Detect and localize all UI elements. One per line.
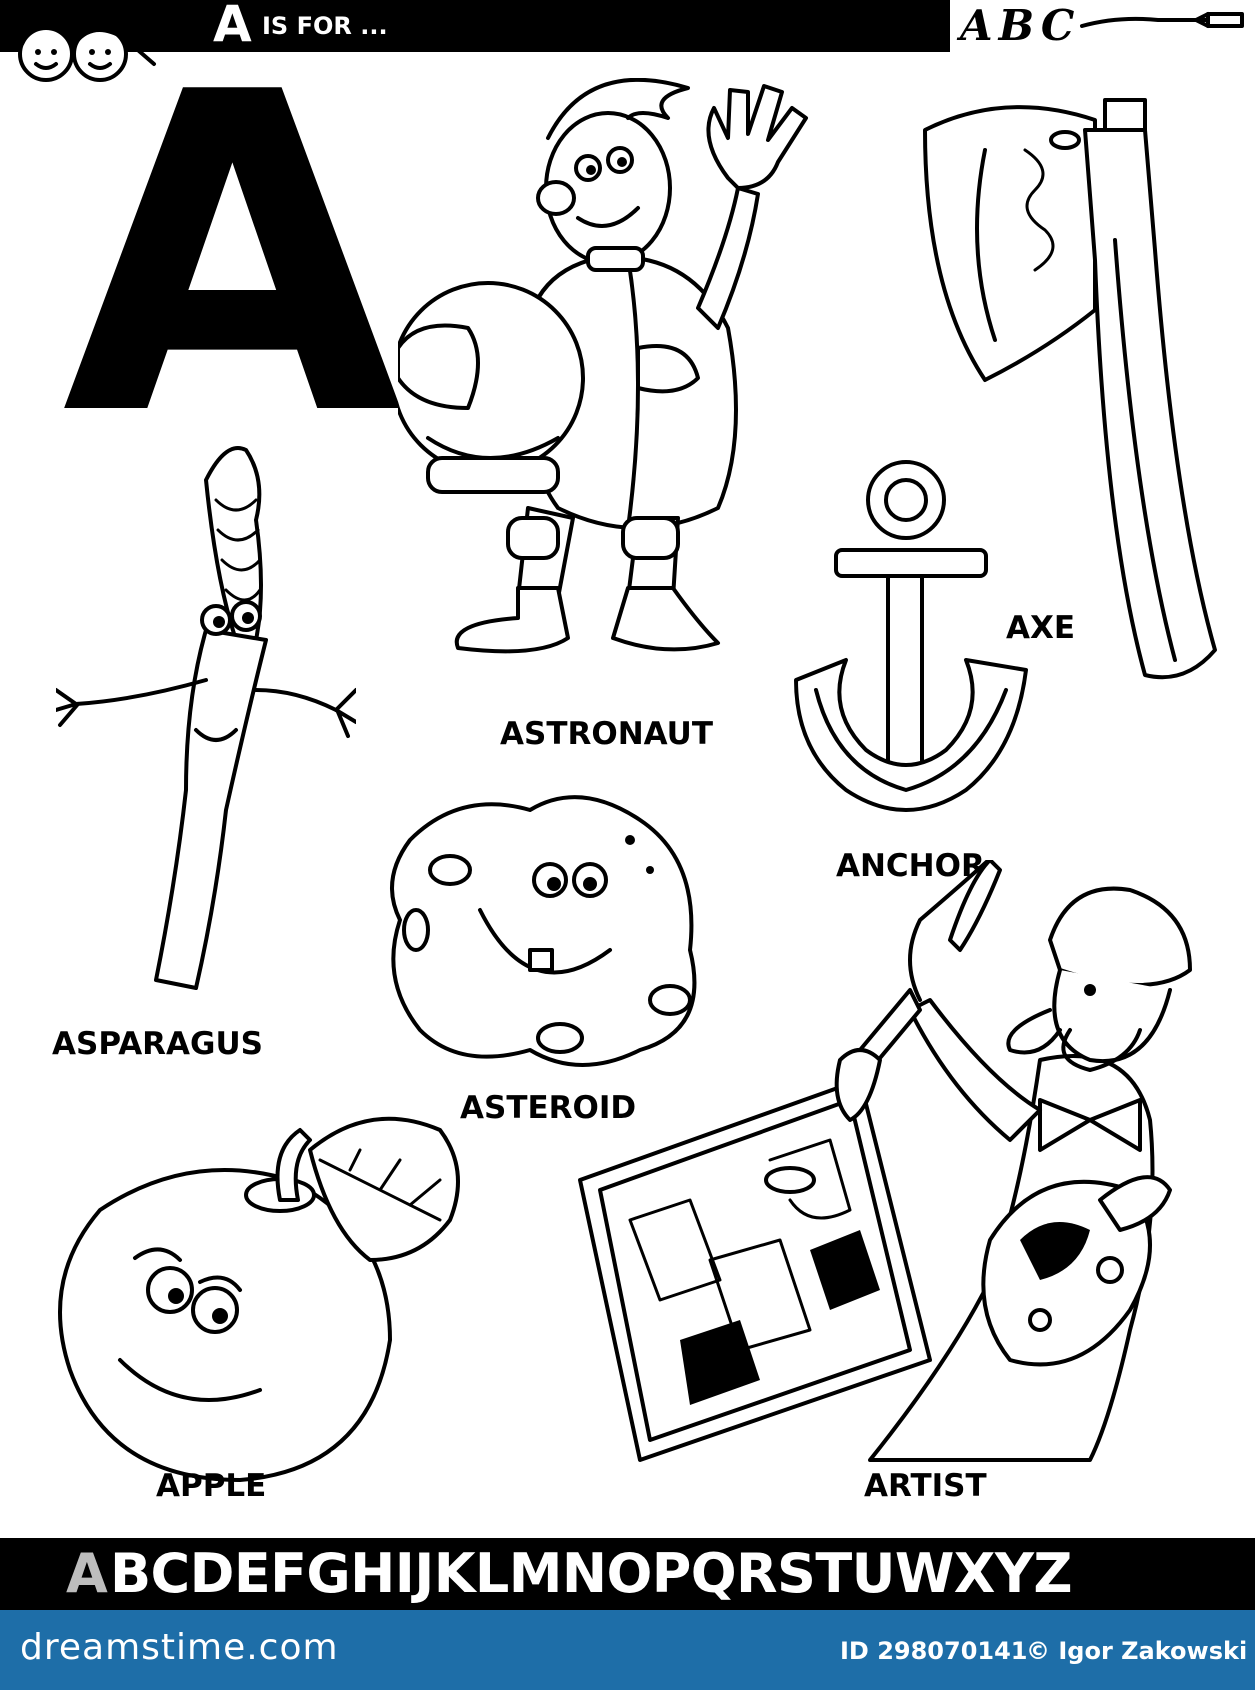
- label-asparagus: ASPARAGUS: [52, 1026, 263, 1062]
- footer-image-id: ID 298070141: [840, 1637, 1028, 1665]
- apple-illustration: [58, 1116, 460, 1482]
- axe-illustration: [923, 98, 1217, 680]
- header-letter: A: [213, 0, 252, 53]
- label-apple: APPLE: [156, 1468, 267, 1504]
- anchor-illustration: [794, 460, 1028, 812]
- big-letter-a: A: [62, 0, 403, 512]
- artist-illustration: [578, 860, 1192, 1462]
- asteroid-illustration: [390, 795, 697, 1067]
- footer-author: © Igor Zakowski: [1026, 1637, 1248, 1665]
- kids-faces-icon: [18, 24, 156, 82]
- label-anchor: ANCHOR: [836, 848, 985, 884]
- watermark-footer: dreamstime.com ID 298070141 © Igor Zakow…: [0, 1610, 1255, 1690]
- pencil-icon: [1080, 12, 1244, 28]
- label-artist: ARTIST: [864, 1468, 987, 1504]
- header-text: IS FOR ...: [262, 12, 388, 40]
- alphabet-highlight-letter: A: [66, 1542, 108, 1605]
- label-axe: AXE: [1006, 610, 1076, 646]
- asparagus-illustration: [56, 446, 356, 990]
- alphabet-rest-letters: BCDEFGHIJKLMNOPQRSTUWXYZ: [110, 1542, 1072, 1605]
- alphabet-bar: A BCDEFGHIJKLMNOPQRSTUWXYZ: [0, 1538, 1255, 1610]
- astronaut-illustration: [398, 78, 808, 654]
- abc-text: ABC: [960, 1, 1081, 50]
- label-astronaut: ASTRONAUT: [500, 716, 713, 752]
- abc-panel: ABC: [950, 0, 1255, 52]
- label-asteroid: ASTEROID: [460, 1090, 637, 1126]
- footer-brand[interactable]: dreamstime.com: [20, 1627, 339, 1668]
- top-header-bar: A IS FOR ... ABC: [0, 0, 1255, 53]
